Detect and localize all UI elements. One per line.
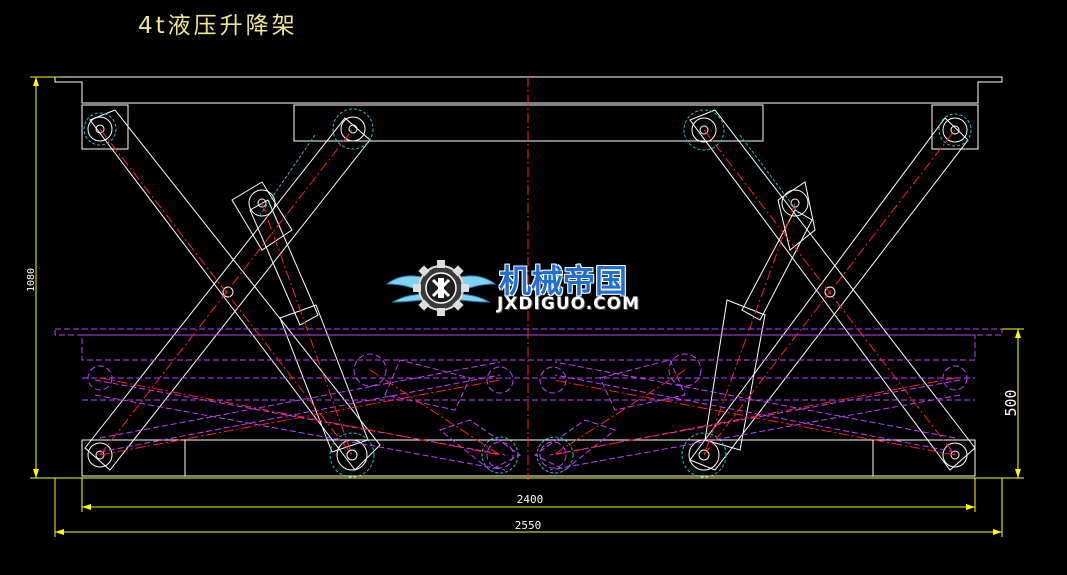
dimension-arrows xyxy=(33,77,1021,535)
dimension-height-total: 1080 xyxy=(26,268,37,292)
dimension-width-outer: 2550 xyxy=(515,519,542,532)
dimension-width-inner: 2400 xyxy=(517,493,544,506)
center-lines xyxy=(99,77,956,480)
dimension-height-lowered: 500 xyxy=(1002,389,1020,416)
watermark-logo: 机械帝国 JXDIGUO.COM xyxy=(385,256,685,320)
watermark-url: JXDIGUO.COM xyxy=(497,294,641,314)
hidden-lines xyxy=(83,108,972,478)
drawing-title: 4t液压升降架 xyxy=(138,13,298,39)
watermark-name: 机械帝国 xyxy=(499,262,628,300)
hydraulic-cylinders xyxy=(249,199,813,453)
gear-wings-emblem-icon xyxy=(385,260,497,316)
dimension-lines xyxy=(30,76,1024,537)
pivot-pins xyxy=(87,116,968,471)
